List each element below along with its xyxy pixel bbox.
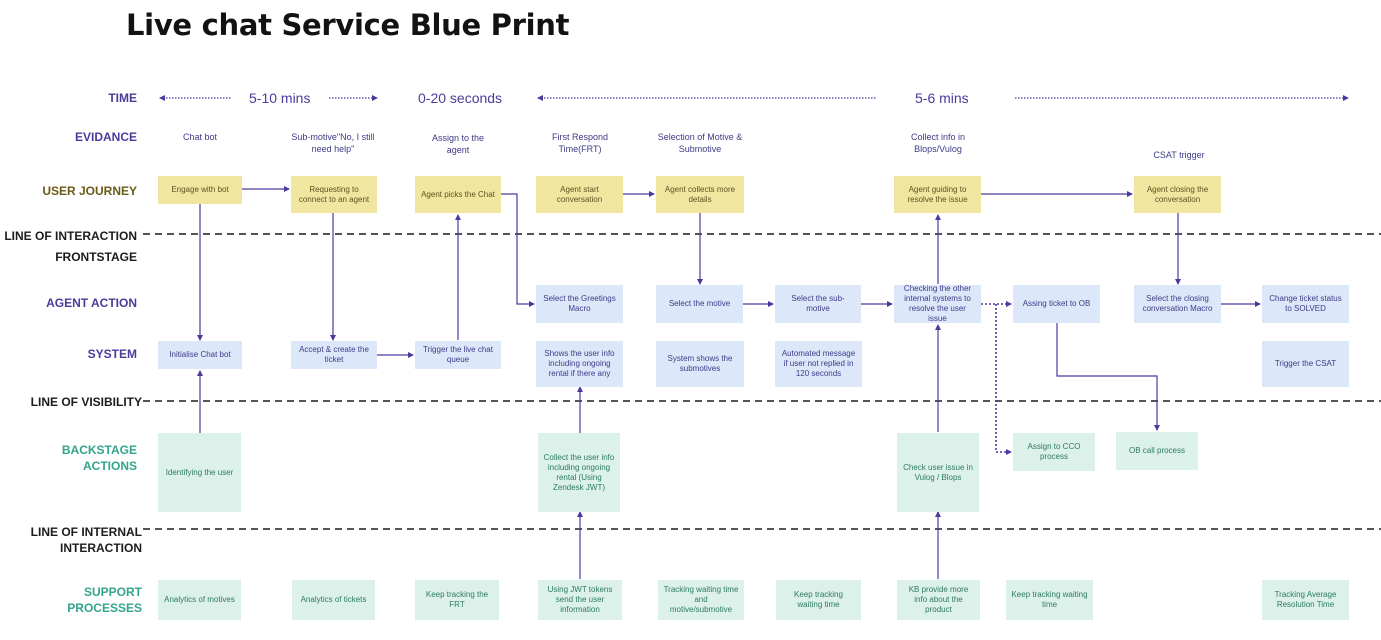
backstage-identifying-user: Identifying the user [158, 433, 241, 512]
journey-agent-closing: Agent closing the conversation [1134, 176, 1221, 213]
journey-engage-with-bot: Engage with bot [158, 176, 242, 204]
support-analytics-tickets: Analytics of tickets [292, 580, 375, 620]
action-select-motive: Select the motive [656, 285, 743, 323]
row-label-agent-action: AGENT ACTION [46, 296, 137, 310]
evidence-7: CSAT trigger [1153, 150, 1205, 160]
journey-requesting-agent: Requesting to connect to an agent [291, 176, 377, 213]
row-label-backstage-line1: BACKSTAGE [61, 443, 137, 457]
row-label-support: SUPPORT PROCESSES [67, 584, 142, 616]
separator-lines [143, 233, 1381, 530]
system-shows-submotives: System shows the submotives [656, 341, 744, 387]
time-label-3: 5-6 mins [915, 90, 969, 106]
backstage-ob-call-process: OB call process [1116, 432, 1198, 470]
row-label-line-of-visibility: LINE OF VISIBILITY [30, 395, 142, 409]
support-tracking-waiting-2: Keep tracking waiting time [1006, 580, 1093, 620]
time-label-2: 0-20 seconds [418, 90, 503, 106]
backstage-assign-cco: Assign to CCO process [1013, 433, 1095, 471]
support-kb-info: KB provide more info about the product [897, 580, 980, 620]
system-shows-user-info: Shows the user info including ongoing re… [536, 341, 623, 387]
row-label-support-line2: PROCESSES [67, 601, 142, 615]
row-label-backstage-line2: ACTIONS [83, 459, 137, 473]
page-title: Live chat Service Blue Print [126, 8, 570, 42]
flow-arrows [197, 186, 1261, 579]
backstage-collect-user-info: Collect the user info including ongoing … [538, 433, 620, 512]
evidence-4: First Respond Time(FRT) [551, 132, 609, 154]
support-jwt-tokens: Using JWT tokens send the user informati… [538, 580, 622, 620]
system-accept-create-ticket: Accept & create the ticket [291, 341, 377, 369]
action-change-status: Change ticket status to SOLVED [1262, 285, 1349, 323]
system-initialise-chat-bot: Initialise Chat bot [158, 341, 242, 369]
backstage-check-user-issue: Check user issue in Vulog / Blops [897, 433, 979, 512]
support-tracking-waiting-motive: Tracking waiting time and motive/submoti… [658, 580, 744, 620]
row-label-system: SYSTEM [87, 347, 137, 361]
support-tracking-waiting-1: Keep tracking waiting time [776, 580, 861, 620]
time-label-1: 5-10 mins [249, 90, 311, 106]
row-label-frontstage: FRONTSTAGE [55, 250, 137, 264]
journey-agent-start-conversation: Agent start conversation [536, 176, 623, 213]
journey-agent-guiding: Agent guiding to resolve the issue [894, 176, 981, 213]
action-checking-internal-systems: Checking the other internal systems to r… [894, 284, 981, 323]
evidence-6: Collect info in Blops/Vulog [910, 132, 966, 154]
system-automated-message: Automated message if user not replied in… [775, 341, 862, 387]
row-label-line-internal: LINE OF INTERNAL INTERACTION [31, 524, 142, 556]
action-greetings-macro: Select the Greetings Macro [536, 285, 623, 323]
evidence-3: Assign to the agent [431, 133, 485, 155]
journey-agent-collects-details: Agent collects more details [656, 176, 744, 213]
system-trigger-queue: Trigger the live chat queue [415, 341, 501, 369]
row-label-line-internal-line2: INTERACTION [60, 541, 142, 555]
row-label-evidance: EVIDANCE [74, 130, 137, 144]
evidence-1: Chat bot [182, 132, 218, 142]
row-label-support-line1: SUPPORT [83, 585, 142, 599]
row-label-backstage: BACKSTAGE ACTIONS [62, 442, 137, 474]
journey-agent-picks-chat: Agent picks the Chat [415, 176, 501, 213]
dotted-arrows [981, 301, 1012, 455]
support-tracking-resolution: Tracking Average Resolution Time [1262, 580, 1349, 620]
row-label-line-of-interaction: LINE OF INTERACTION [4, 229, 137, 243]
action-closing-macro: Select the closing conversation Macro [1134, 285, 1221, 323]
support-tracking-frt: Keep tracking the FRT [415, 580, 499, 620]
action-assing-ticket-ob: Assing ticket to OB [1013, 285, 1100, 323]
support-analytics-motives: Analytics of motives [158, 580, 241, 620]
system-trigger-csat: Trigger the CSAT [1262, 341, 1349, 387]
row-label-user-journey: USER JOURNEY [42, 184, 137, 198]
row-label-time: TIME [108, 91, 137, 105]
evidence-2: Sub-motive"No, I still need help" [291, 132, 375, 154]
evidence-5: Selection of Motive & Submotive [657, 132, 743, 154]
action-select-sub-motive: Select the sub-motive [775, 285, 861, 323]
row-label-line-internal-line1: LINE OF INTERNAL [30, 525, 142, 539]
